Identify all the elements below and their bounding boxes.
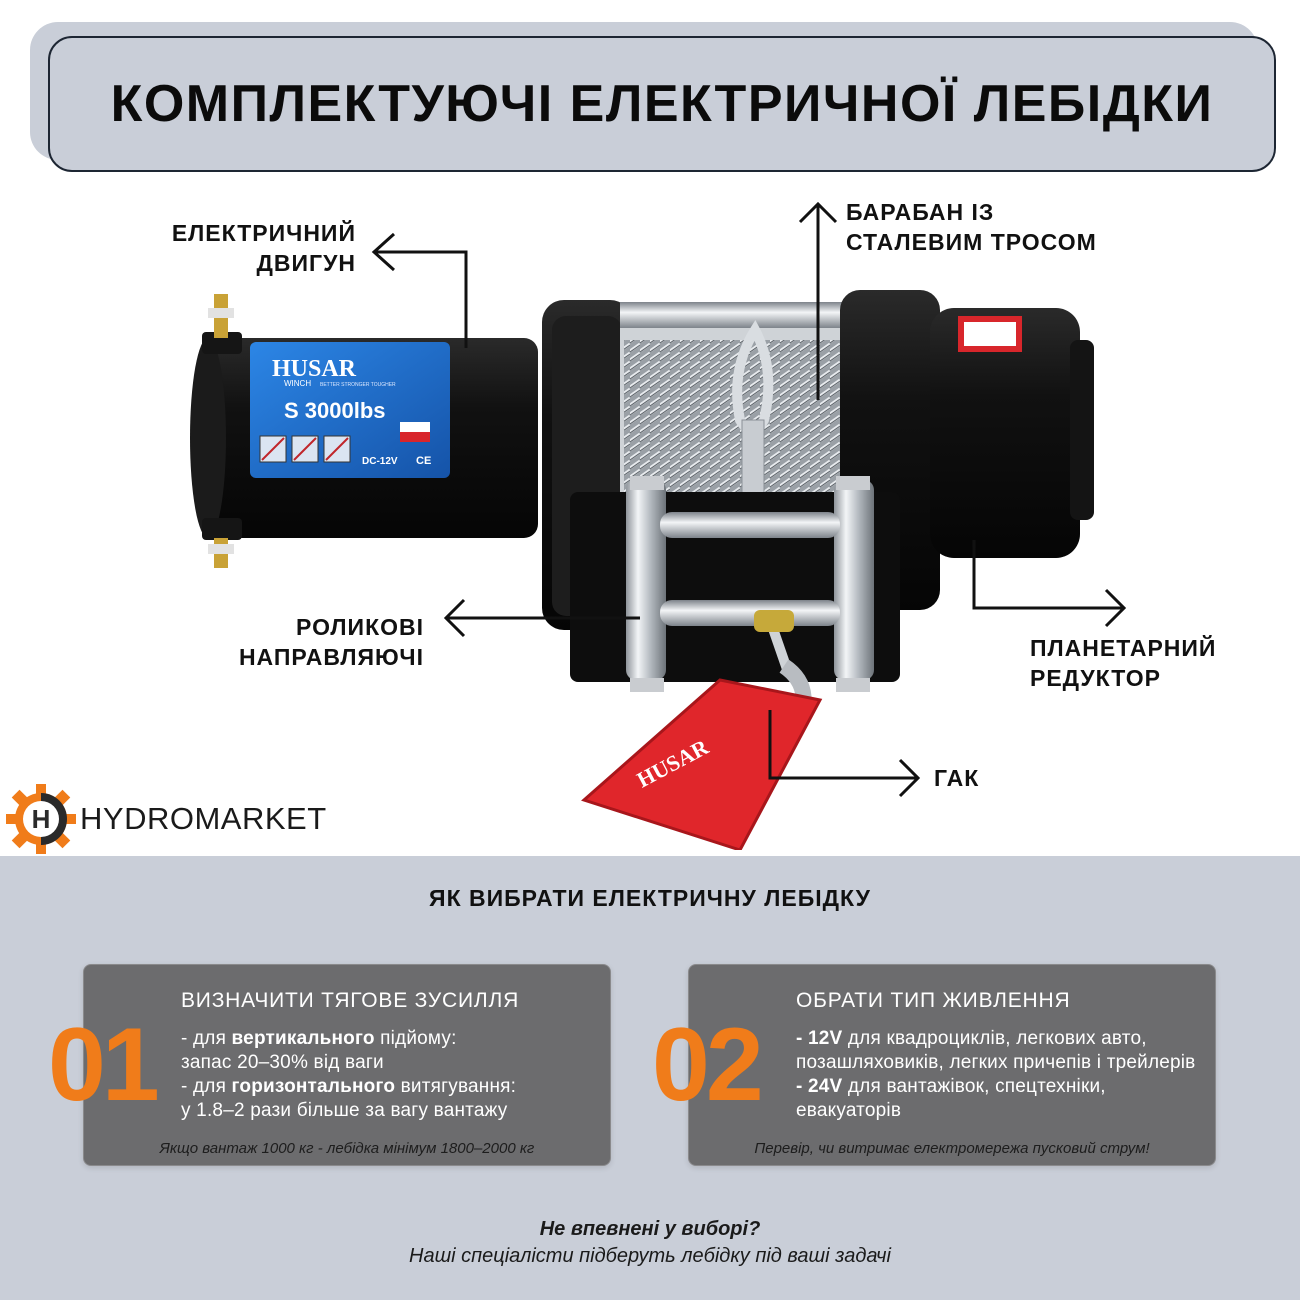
label-hook: ГАК (934, 765, 980, 791)
product-ce: CE (416, 455, 431, 467)
roller-fairlead (570, 476, 900, 692)
tip-line: позашляховиків, легких причепів і трейле… (796, 1052, 1196, 1073)
tip-card-2-note: Перевір, чи витримає електромережа пуско… (754, 1140, 1150, 1157)
label-rollers-line-1: РОЛИКОВІ (296, 614, 424, 640)
label-motor-line-1: ЕЛЕКТРИЧНИЙ (171, 220, 356, 246)
tip-line: - для горизонтального витягування: (181, 1076, 517, 1097)
label-rollers-line-2: НАПРАВЛЯЮЧІ (238, 644, 424, 670)
tip-card-2-heading: ОБРАТИ ТИП ЖИВЛЕННЯ (796, 989, 1071, 1012)
tip-card-1-number: 01 (48, 1007, 160, 1123)
tip-card-1-body: - для вертикального підйому: запас 20–30… (181, 1027, 516, 1123)
footer-answer: Наші спеціалісти підберуть лебідку під в… (409, 1245, 891, 1267)
tip-line: запас 20–30% від ваги (181, 1052, 384, 1073)
gearbox-arrow-icon (1104, 588, 1127, 628)
tip-card-1: ВИЗНАЧИТИ ТЯГОВЕ ЗУСИЛЛЯ - для вертикаль… (83, 964, 611, 1166)
motor-arrow-icon (371, 232, 396, 272)
label-drum-line-2: СТАЛЕВИМ ТРОСОМ (846, 229, 1097, 255)
pull-strap: HUSAR (581, 678, 823, 850)
tip-card-2: ОБРАТИ ТИП ЖИВЛЕННЯ - 12V для квадроцикл… (688, 964, 1216, 1166)
title-banner: КОМПЛЕКТУЮЧІ ЕЛЕКТРИЧНОЇ ЛЕБІДКИ (48, 36, 1276, 172)
tip-line: у 1.8–2 рази більше за вагу вантажу (181, 1100, 508, 1121)
hydromarket-logo: H HYDROMARKET (4, 782, 327, 856)
tip-line: - 24V для вантажівок, спецтехніки, (796, 1076, 1106, 1097)
label-drum: БАРАБАН ІЗ СТАЛЕВИМ ТРОСОМ (846, 197, 1097, 257)
label-rollers: РОЛИКОВІ НАПРАВЛЯЮЧІ (210, 612, 424, 672)
page-title: КОМПЛЕКТУЮЧІ ЕЛЕКТРИЧНОЇ ЛЕБІДКИ (110, 75, 1214, 133)
product-voltage: DC-12V (362, 456, 398, 467)
logo-mark-letter: H (32, 804, 51, 834)
logo-text: HYDROMARKET (80, 801, 327, 836)
footer-question: Не впевнені у виборі? (539, 1218, 761, 1240)
product-model: S 3000lbs (284, 398, 386, 423)
drum-arrow-icon (798, 201, 838, 224)
label-gearbox: ПЛАНЕТАРНИЙ РЕДУКТОР (1030, 633, 1216, 693)
tip-card-2-body: - 12V для квадроциклів, легкових авто, п… (796, 1027, 1216, 1123)
tip-line: евакуаторів (796, 1100, 902, 1121)
tip-line: - для вертикального підйому: (181, 1028, 457, 1049)
how-to-title: ЯК ВИБРАТИ ЕЛЕКТРИЧНУ ЛЕБІДКУ (429, 885, 871, 911)
label-gearbox-line-1: ПЛАНЕТАРНИЙ (1030, 635, 1217, 661)
winch-illustration: HUSAR WINCH BETTER STRONGER TOUGHER S 30… (190, 290, 1094, 850)
product-brand: HUSAR (272, 356, 357, 382)
tip-card-1-heading: ВИЗНАЧИТИ ТЯГОВЕ ЗУСИЛЛЯ (181, 989, 520, 1012)
label-drum-line-1: БАРАБАН ІЗ (846, 199, 995, 225)
tip-line: - 12V для квадроциклів, легкових авто, (796, 1028, 1147, 1049)
gear-logo-icon: H (6, 784, 76, 854)
label-gearbox-line-2: РЕДУКТОР (1030, 665, 1161, 691)
tip-card-2-number: 02 (652, 1007, 764, 1123)
tip-card-1-note: Якщо вантаж 1000 кг - лебідка мінімум 18… (159, 1140, 535, 1157)
label-motor-line-2: ДВИГУН (256, 250, 356, 276)
electric-motor: HUSAR WINCH BETTER STRONGER TOUGHER S 30… (190, 294, 538, 568)
product-tagline: BETTER STRONGER TOUGHER (320, 382, 396, 388)
product-brand-sub: WINCH (284, 379, 311, 388)
label-electric-motor: ЕЛЕКТРИЧНИЙ ДВИГУН (150, 218, 356, 278)
